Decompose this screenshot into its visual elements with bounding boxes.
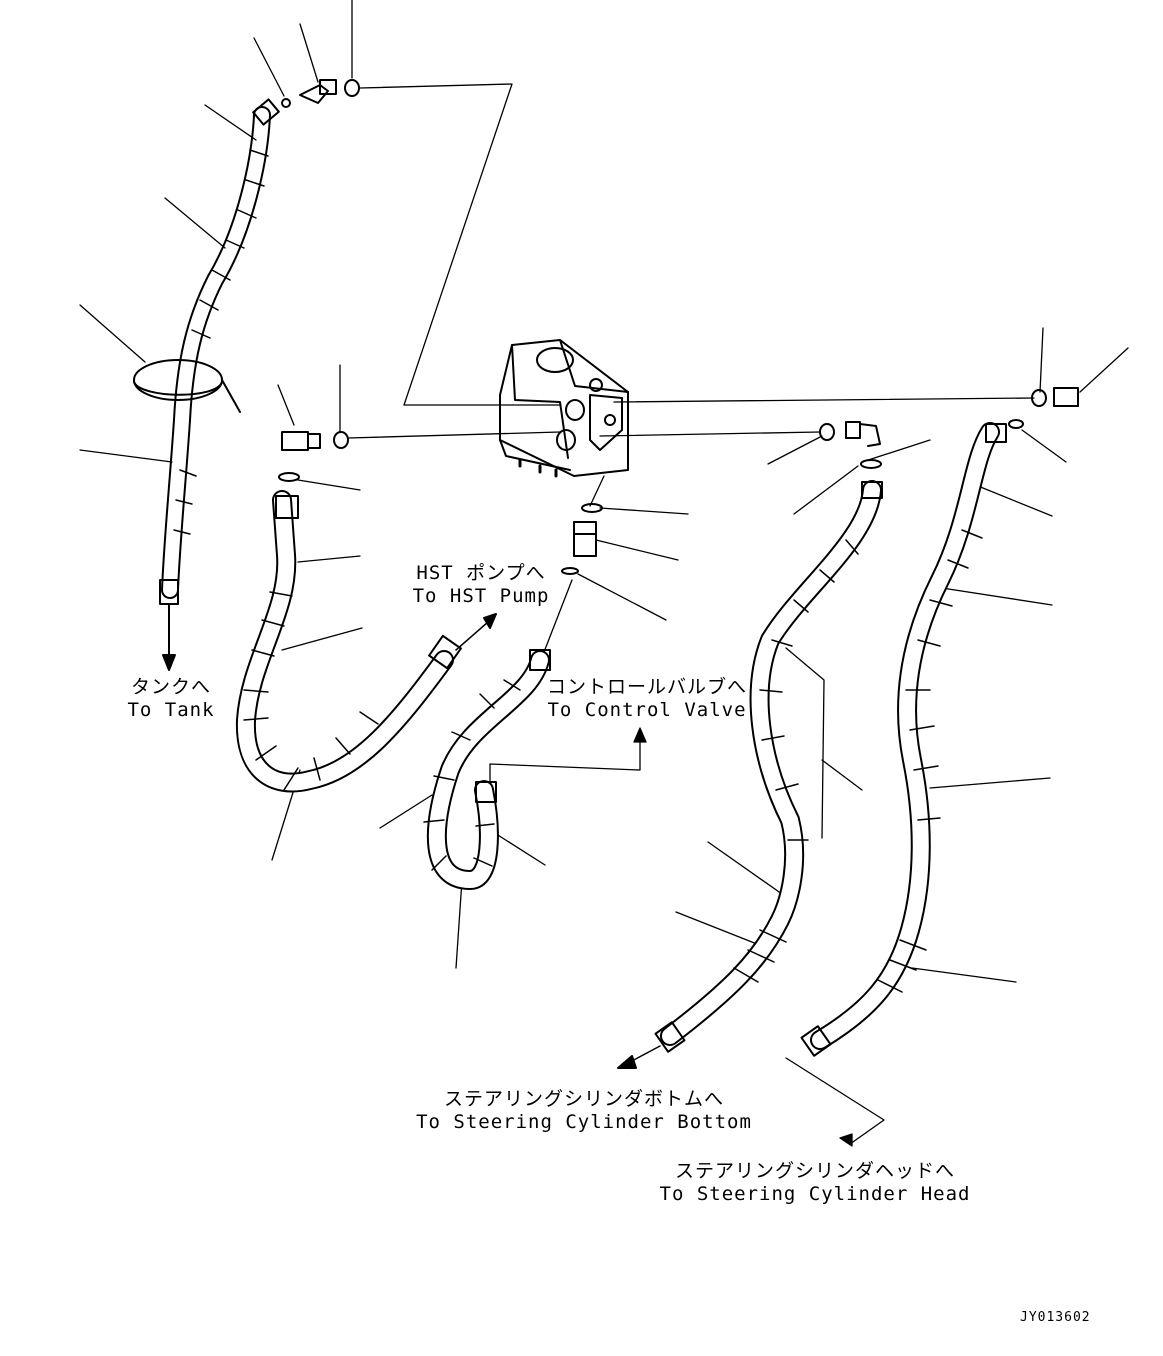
tank-arrow-head xyxy=(162,654,176,671)
hst-label-en: To HST Pump xyxy=(412,585,550,607)
bottom-label-jp: ステアリングシリンダボトムへ xyxy=(443,1088,724,1110)
steering-valve xyxy=(499,339,629,478)
bottom-arrow-shaft xyxy=(629,1045,661,1063)
control-valve-label-jp: コントロールバルブへ xyxy=(546,676,747,698)
tank-label-jp: タンクへ xyxy=(130,676,211,698)
hst-hose xyxy=(235,490,462,793)
control-valve-label-en: To Control Valve xyxy=(547,699,747,721)
tank-label-en: To Tank xyxy=(127,699,215,721)
bottom-hose xyxy=(654,480,883,1053)
control-valve-hose xyxy=(423,649,551,890)
head-label-en: To Steering Cylinder Head xyxy=(659,1183,971,1205)
leader-lines xyxy=(79,0,1129,983)
band-clamp xyxy=(133,359,241,413)
bottom-arrow-head xyxy=(617,1055,637,1069)
center-adapter xyxy=(561,503,603,575)
hst-arrow-shaft xyxy=(455,621,489,651)
hst-arrow-head xyxy=(483,613,497,629)
hst-label-jp: HST ポンプへ xyxy=(416,562,546,584)
routing-lines xyxy=(347,83,1035,1147)
head-label-jp: ステアリングシリンダヘッドへ xyxy=(674,1160,955,1182)
bottom-label-en: To Steering Cylinder Bottom xyxy=(416,1111,752,1133)
tank-fitting xyxy=(252,79,360,126)
valve-left-fitting xyxy=(278,431,349,482)
drawing-code: JY013602 xyxy=(1020,1310,1091,1325)
tank-hose xyxy=(159,106,271,616)
head-hose xyxy=(800,422,1007,1057)
right-fittings xyxy=(819,387,1079,469)
